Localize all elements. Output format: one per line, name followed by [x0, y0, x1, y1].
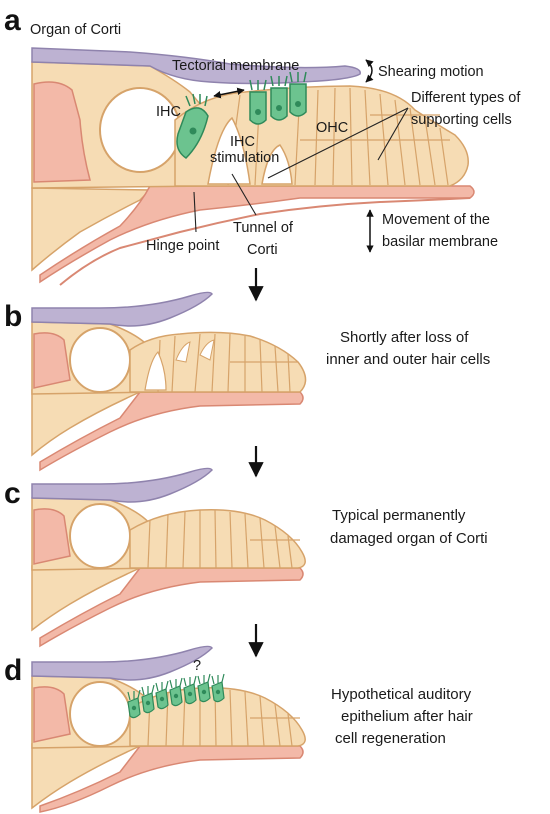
- label-ihc-stim-2: stimulation: [210, 150, 279, 166]
- b-inner-sulcus: [69, 327, 131, 393]
- tectorial-membrane: [31, 47, 361, 85]
- panel-a: a Organ of Corti: [4, 4, 521, 286]
- panel-d: d ? Hypothetical auditory epithelium aft…: [4, 645, 473, 813]
- label-ihc: IHC: [156, 104, 181, 120]
- label-hinge: Hinge point: [146, 238, 219, 254]
- tunnel-of-corti: [207, 116, 251, 185]
- label-ohc: OHC: [316, 120, 348, 136]
- b-limbus-pink: [33, 332, 71, 389]
- label-ihc-stim-1: IHC: [230, 134, 255, 150]
- label-tectorial: Tectorial membrane: [172, 58, 299, 74]
- d-limbus-pink: [33, 686, 71, 743]
- c-organ-body: [129, 508, 306, 569]
- caption-c-2: damaged organ of Corti: [330, 530, 488, 547]
- regenerated-hair-cells: [127, 673, 225, 719]
- b-limbus-base: [31, 389, 141, 457]
- b-basilar: [39, 391, 304, 472]
- c-cell-walls: [147, 509, 300, 569]
- label-tunnel-2: Corti: [247, 242, 278, 258]
- outer-hair-cells: [249, 71, 307, 125]
- caption-c-1: Typical permanently: [332, 507, 466, 524]
- organ-body: [174, 85, 469, 187]
- c-basilar: [39, 567, 304, 648]
- label-shearing: Shearing motion: [378, 64, 484, 80]
- c-limbus-pink: [33, 508, 71, 565]
- label-basilar-2: basilar membrane: [382, 234, 498, 250]
- caption-d-1: Hypothetical auditory: [331, 686, 472, 703]
- d-tectorial: [31, 645, 213, 681]
- panel-letter-c: c: [4, 477, 21, 510]
- fluid-arrow: [213, 87, 245, 99]
- inner-hair-cell: [176, 93, 209, 159]
- b-gap-2: [175, 341, 191, 363]
- label-tunnel-1: Tunnel of: [233, 220, 294, 236]
- d-basilar: [39, 745, 304, 813]
- panel-letter-a: a: [4, 4, 21, 37]
- nuel-space: [261, 144, 293, 185]
- d-inner-sulcus: [69, 681, 131, 747]
- limbus-pink-block: [33, 81, 91, 183]
- inner-sulcus: [99, 87, 181, 173]
- caption-d-2: epithelium after hair: [341, 708, 473, 725]
- b-tectorial: [31, 291, 213, 327]
- d-question-mark: ?: [193, 658, 201, 674]
- basilar-underside: [59, 197, 471, 286]
- b-cell-walls: [157, 333, 298, 393]
- limbus-base: [31, 187, 152, 272]
- panel-letter-d: d: [4, 654, 22, 687]
- c-inner-sulcus: [69, 503, 131, 569]
- shearing-arrow: [365, 59, 374, 83]
- basilar-membrane: [39, 185, 475, 284]
- panel-a-title: Organ of Corti: [30, 22, 121, 38]
- label-basilar-1: Movement of the: [382, 212, 490, 228]
- b-gap-3: [199, 339, 215, 361]
- b-gap-1: [144, 350, 167, 391]
- panel-letter-b: b: [4, 300, 22, 333]
- label-support-1: Different types of: [411, 90, 521, 106]
- d-limbus-base: [31, 743, 141, 810]
- panel-c: c Typical permanently damaged organ of C…: [4, 467, 488, 648]
- caption-d-3: cell regeneration: [335, 730, 446, 747]
- c-limbus-base: [31, 565, 141, 632]
- panel-b: b Shortly after loss of inner and outer …: [4, 291, 490, 472]
- label-support-2: supporting cells: [411, 112, 512, 128]
- c-tectorial: [31, 467, 213, 503]
- caption-b-2: inner and outer hair cells: [326, 351, 490, 368]
- caption-b-1: Shortly after loss of: [340, 329, 469, 346]
- leader-lines: [193, 107, 409, 233]
